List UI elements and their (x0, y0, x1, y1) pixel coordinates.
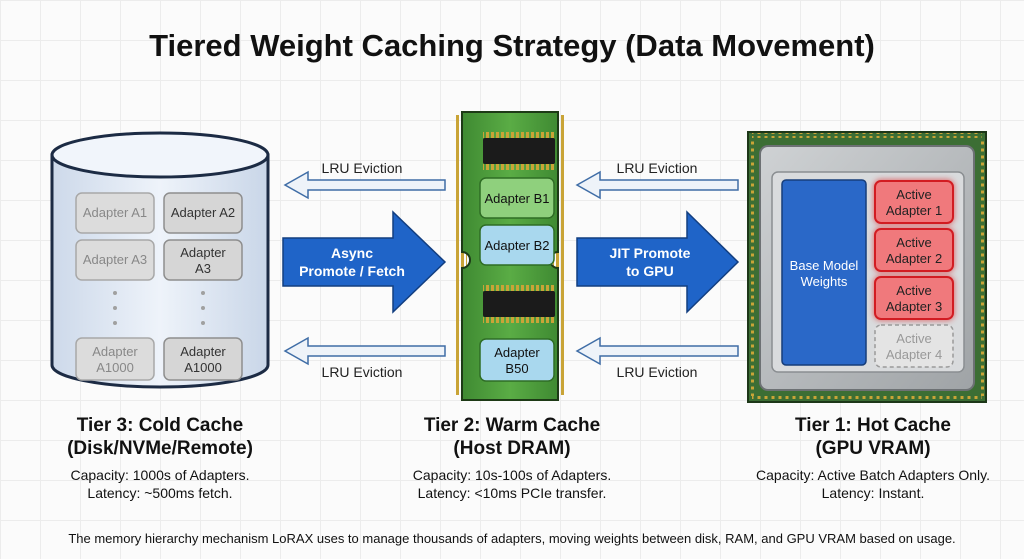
svg-text:A3: A3 (195, 261, 211, 276)
svg-text:Weights: Weights (801, 274, 848, 289)
tier1-capacity: Capacity: Active Batch Adapters Only. (756, 467, 990, 483)
svg-text:A1000: A1000 (96, 360, 134, 375)
diagram-title: Tiered Weight Caching Strategy (Data Mov… (149, 28, 875, 63)
svg-text:Adapter A3: Adapter A3 (83, 252, 147, 267)
svg-text:Adapter 1: Adapter 1 (886, 203, 942, 218)
svg-text:Adapter: Adapter (92, 344, 138, 359)
lru-eviction-arrow-right-bottom: LRU Eviction (575, 336, 739, 380)
svg-text:Active: Active (896, 235, 931, 250)
tier2-capacity: Capacity: 10s-100s of Adapters. (412, 467, 612, 483)
svg-text:Adapter A2: Adapter A2 (171, 205, 235, 220)
svg-text:Promote / Fetch: Promote / Fetch (299, 263, 405, 279)
cold-adapter-a3-left: Adapter A3 (75, 239, 155, 281)
tier2-latency: Latency: <10ms PCIe transfer. (417, 485, 607, 501)
svg-text:LRU Eviction: LRU Eviction (617, 160, 698, 176)
cold-adapter-a3-right: Adapter A3 (163, 239, 243, 281)
async-promote-arrow: Async Promote / Fetch (282, 210, 447, 314)
cold-adapter-a1: Adapter A1 (75, 192, 155, 234)
figure-caption: The memory hierarchy mechanism LoRAX use… (68, 531, 956, 546)
warm-adapter-b50: Adapter B50 (479, 338, 555, 382)
svg-text:Adapter A1: Adapter A1 (83, 205, 147, 220)
svg-text:Async: Async (331, 245, 373, 261)
jit-promote-arrow: JIT Promote to GPU (576, 210, 740, 314)
svg-text:Active: Active (896, 187, 931, 202)
svg-text:Adapter 4: Adapter 4 (886, 347, 942, 362)
svg-text:Active: Active (896, 331, 931, 346)
svg-text:Adapter 2: Adapter 2 (886, 251, 942, 266)
dram-chip-bottom (483, 285, 555, 323)
active-adapter-1: Active Adapter 1 (874, 180, 954, 224)
tier3-title: Tier 3: Cold Cache (76, 415, 244, 436)
tier3-label-block: Tier 3: Cold Cache (Disk/NVMe/Remote) Ca… (30, 414, 290, 502)
svg-text:Adapter: Adapter (180, 245, 226, 260)
svg-text:A1000: A1000 (184, 360, 222, 375)
svg-text:Adapter: Adapter (180, 344, 226, 359)
svg-text:LRU Eviction: LRU Eviction (322, 160, 403, 176)
svg-text:to GPU: to GPU (626, 263, 673, 279)
active-adapter-3: Active Adapter 3 (874, 276, 954, 320)
tier3-capacity: Capacity: 1000s of Adapters. (70, 467, 250, 483)
svg-text:Base Model: Base Model (790, 258, 859, 273)
cold-adapter-a2: Adapter A2 (163, 192, 243, 234)
svg-text:Adapter 3: Adapter 3 (886, 299, 942, 314)
svg-text:B50: B50 (505, 361, 528, 376)
tier1-title: Tier 1: Hot Cache (795, 415, 951, 436)
svg-text:Active: Active (896, 283, 931, 298)
dram-chip-top (483, 132, 555, 170)
active-adapter-2: Active Adapter 2 (874, 228, 954, 272)
svg-text:LRU Eviction: LRU Eviction (617, 364, 698, 380)
cold-adapter-a1000-left: Adapter A1000 (75, 337, 155, 381)
cold-adapter-a1000-right: Adapter A1000 (163, 337, 243, 381)
tier3-latency: Latency: ~500ms fetch. (87, 485, 233, 501)
svg-text:Adapter: Adapter (494, 345, 540, 360)
tier2-subtitle: (Host DRAM) (453, 438, 571, 459)
lru-eviction-arrow-left-top: LRU Eviction (283, 160, 446, 200)
warm-adapter-b1: Adapter B1 (479, 177, 555, 219)
warm-adapter-b2: Adapter B2 (479, 224, 555, 266)
tier1-latency: Latency: Instant. (821, 485, 925, 501)
svg-text:Adapter B2: Adapter B2 (484, 238, 549, 253)
tier2-label-block: Tier 2: Warm Cache (Host DRAM) Capacity:… (380, 414, 644, 502)
lru-eviction-arrow-left-bottom: LRU Eviction (283, 336, 446, 380)
tier1-subtitle: (GPU VRAM) (815, 438, 931, 459)
tier3-subtitle: (Disk/NVMe/Remote) (67, 438, 253, 459)
svg-text:LRU Eviction: LRU Eviction (322, 364, 403, 380)
svg-text:Adapter B1: Adapter B1 (484, 191, 549, 206)
lru-eviction-arrow-right-top: LRU Eviction (575, 160, 739, 200)
active-adapter-4: Active Adapter 4 (874, 324, 954, 368)
tier1-label-block: Tier 1: Hot Cache (GPU VRAM) Capacity: A… (738, 414, 1008, 502)
cold-ellipsis-dots (113, 291, 205, 325)
svg-text:JIT Promote: JIT Promote (610, 245, 691, 261)
base-model-weights: Base Model Weights (781, 179, 867, 366)
tier2-title: Tier 2: Warm Cache (423, 415, 601, 436)
